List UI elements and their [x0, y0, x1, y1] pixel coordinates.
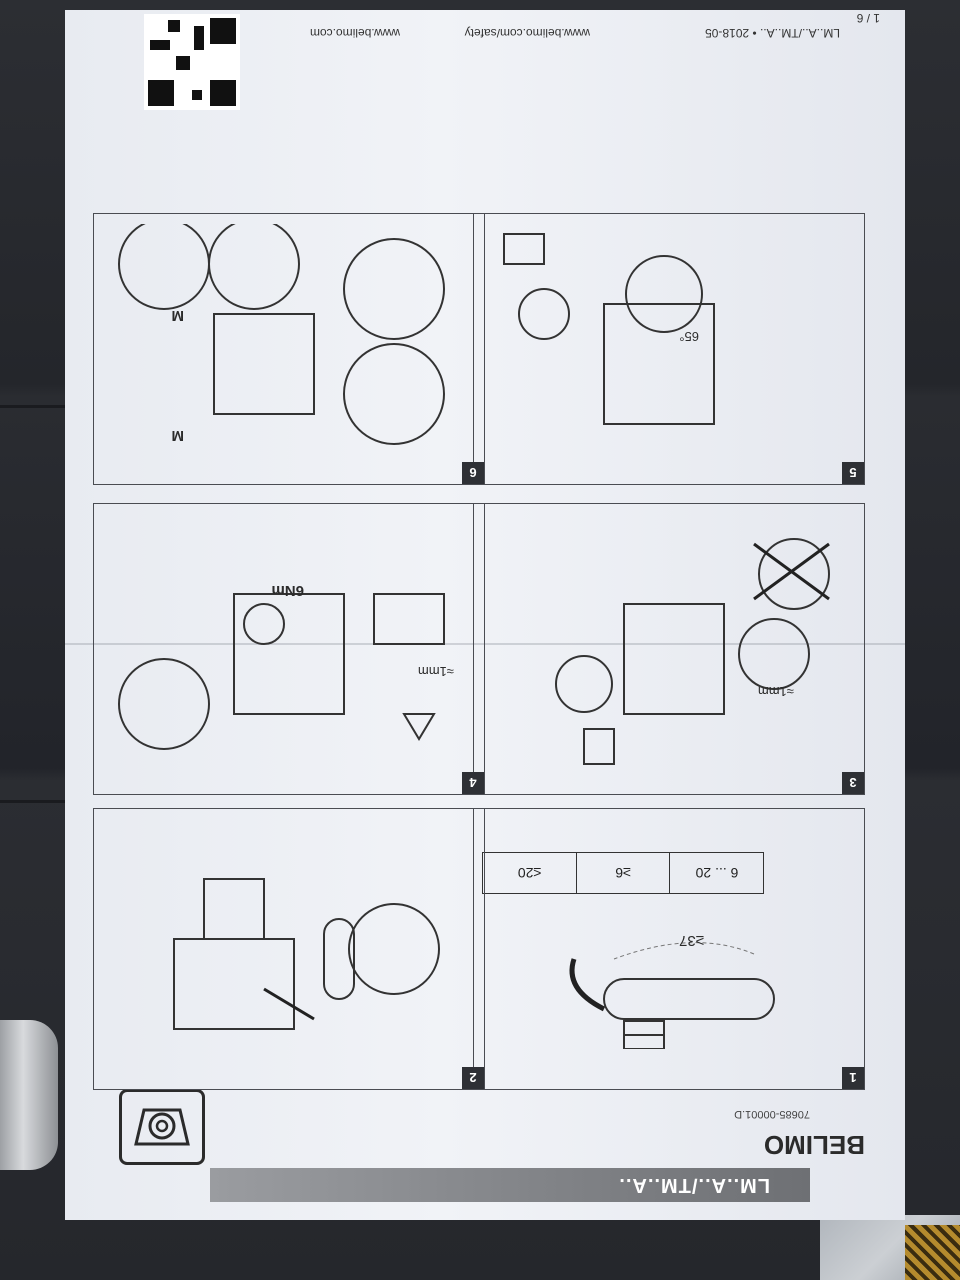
- square-shaft-value: ≥6: [615, 865, 631, 881]
- pipe-object: [0, 1020, 58, 1170]
- product-bar: LM..A../TM..A..: [210, 1168, 810, 1202]
- actuator-symbol-icon: [119, 1089, 205, 1165]
- footer-safety-url: www.belimo.com/safety: [464, 26, 590, 40]
- torque-label: 6Nm: [271, 582, 304, 599]
- angle-label: 65°: [679, 329, 699, 344]
- manual-mode-icon-label: M: [171, 307, 185, 324]
- diamond-shaft-value: ≤20: [517, 865, 542, 881]
- gold-textile: [905, 1225, 960, 1280]
- panel-number-badge: 4: [462, 772, 484, 794]
- panel-number-badge: 5: [842, 462, 864, 484]
- panel-2: 2: [93, 808, 485, 1090]
- panel-4: 4 6Nm ≈1mm: [93, 503, 485, 795]
- panel-3: 3 ≈1mm: [473, 503, 865, 795]
- panel-number-badge: 6: [462, 462, 484, 484]
- panel-6: 6 M M: [93, 213, 485, 485]
- footer-website: www.belimo.com: [309, 26, 400, 40]
- footer-doc-ref: LM..A../TM..A.. • 2018-05: [705, 26, 840, 40]
- panel-1: 1 ≥37 6 ... 20 ≥6 ≤20: [473, 808, 865, 1090]
- document-number: 70685-00001.D: [734, 1108, 810, 1120]
- plank-seam: [0, 405, 90, 408]
- table-row: ≥6: [577, 853, 670, 893]
- plank-seam: [0, 800, 90, 803]
- panel-number-badge: 1: [842, 1067, 864, 1089]
- round-shaft-value: 6 ... 20: [695, 865, 739, 881]
- qr-code-icon: [144, 14, 240, 110]
- shaft-length-label: ≥37: [679, 932, 704, 949]
- table-row: ≤20: [483, 853, 577, 893]
- brand-logo: BELIMO: [764, 1129, 865, 1160]
- gap-label: ≈1mm: [417, 664, 454, 679]
- panel-5: 5 65°: [473, 213, 865, 485]
- shaft-size-table: 6 ... 20 ≥6 ≤20: [482, 852, 764, 894]
- product-title: LM..A../TM..A..: [618, 1174, 770, 1197]
- manual-mode-icon-label: M: [171, 427, 185, 444]
- brand-name: BELIMO: [763, 1130, 865, 1160]
- panel-number-badge: 2: [462, 1067, 484, 1089]
- panel-number-badge: 3: [842, 772, 864, 794]
- gap-label: ≈1mm: [757, 684, 794, 699]
- table-row: 6 ... 20: [671, 853, 763, 893]
- footer-page-number: 1 / 6: [856, 11, 880, 25]
